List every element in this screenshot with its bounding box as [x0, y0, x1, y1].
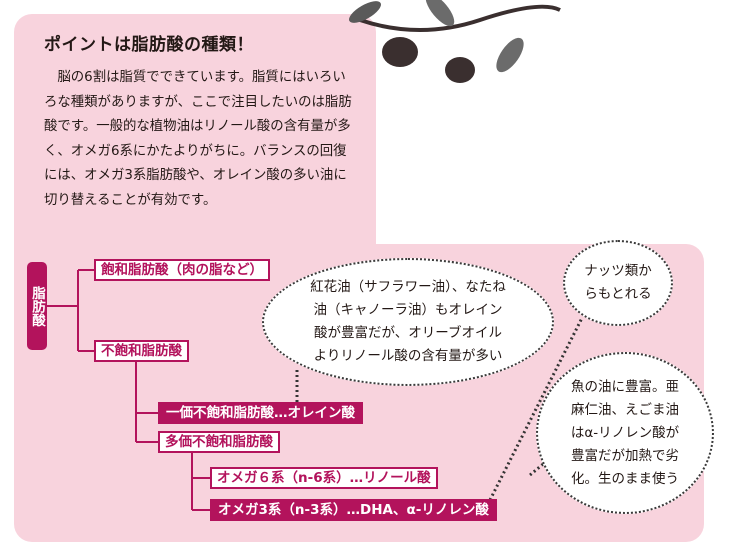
bubble-line: らもとれる	[584, 283, 652, 306]
bubble-line: よりリノール酸の含有量が多い	[310, 345, 506, 368]
intro-text: 脳の6割は脂質でできています。脂質にはいろいろな種類がありますが、ここで注目した…	[44, 66, 356, 214]
fish-oil-note-bubble: 魚の油に豊富。亜 麻仁油、えごま油 はα-リノレン酸が 豊富だが加熱で劣 化。生…	[536, 352, 714, 514]
fatty-acid-root-label: 脂肪酸	[27, 262, 47, 350]
bubble-line: ナッツ類か	[584, 260, 652, 283]
omega3-label: オメガ3系（n-3系）…DHA、α-リノレン酸	[210, 499, 497, 521]
mono-unsaturated-label: 一価不飽和脂肪酸…オレイン酸	[158, 402, 363, 424]
saturated-fatty-acid-label: 飽和脂肪酸（肉の脂など）	[94, 259, 270, 281]
bubble-line: 酸が豊富だが、オリーブオイル	[310, 322, 506, 345]
nuts-note-bubble: ナッツ類か らもとれる	[563, 240, 673, 326]
poly-unsaturated-label: 多価不飽和脂肪酸	[158, 431, 280, 453]
bubble-line: 麻仁油、えごま油	[571, 399, 679, 422]
bubble-line: 紅花油（サフラワー油）、なたね	[310, 276, 506, 299]
page-title: ポイントは脂肪酸の種類！	[44, 30, 254, 55]
bubble-line: 油（キャノーラ油）もオレイン	[310, 299, 506, 322]
bubble-line: 豊富だが加熱で劣	[571, 445, 679, 468]
bubble-line: 化。生のまま使う	[571, 468, 679, 491]
olive-branch-illustration	[340, 0, 741, 120]
unsaturated-fatty-acid-label: 不飽和脂肪酸	[94, 340, 189, 362]
bubble-line: 魚の油に豊富。亜	[571, 376, 679, 399]
omega6-label: オメガ６系（n-6系）…リノール酸	[210, 467, 438, 489]
bubble-line: はα-リノレン酸が	[571, 422, 679, 445]
safflower-oil-note-bubble: 紅花油（サフラワー油）、なたね 油（キャノーラ油）もオレイン 酸が豊富だが、オリ…	[262, 258, 554, 386]
